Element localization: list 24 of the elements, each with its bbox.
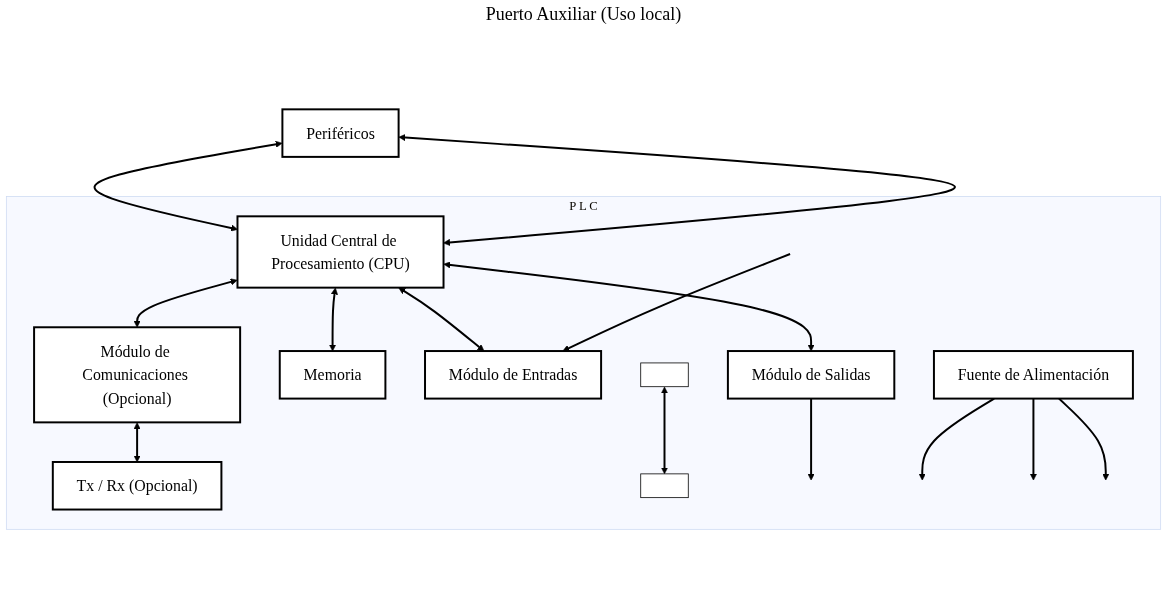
arrow [1057,397,1110,481]
node-box: Módulo de Comunicaciones (Opcional) [33,325,242,423]
arrow [807,397,815,481]
node-box: Módulo de Entradas [424,349,603,400]
node-box: Fuente de Alimentación [932,349,1134,400]
node-bar [640,362,689,387]
node-bar [640,473,689,498]
port-label: Puerto Auxiliar (Uso local) [485,4,682,24]
node-box: Unidad Central de Procesamiento (CPU) [236,215,445,289]
arrow [443,261,815,351]
node-box: Periféricos [281,108,400,158]
arrow [661,386,668,474]
node-box: Memoria [278,349,387,400]
arrow [562,252,792,352]
arrow [918,397,996,481]
arrow [133,278,238,328]
node-box: Módulo de Salidas [726,349,896,400]
arrow [133,422,141,462]
arrow [398,133,956,246]
arrow [329,287,338,351]
arrow [1029,397,1037,481]
arrow [398,287,485,351]
arrow [93,140,283,232]
node-box: Tx / Rx (Opcional) [51,460,223,511]
